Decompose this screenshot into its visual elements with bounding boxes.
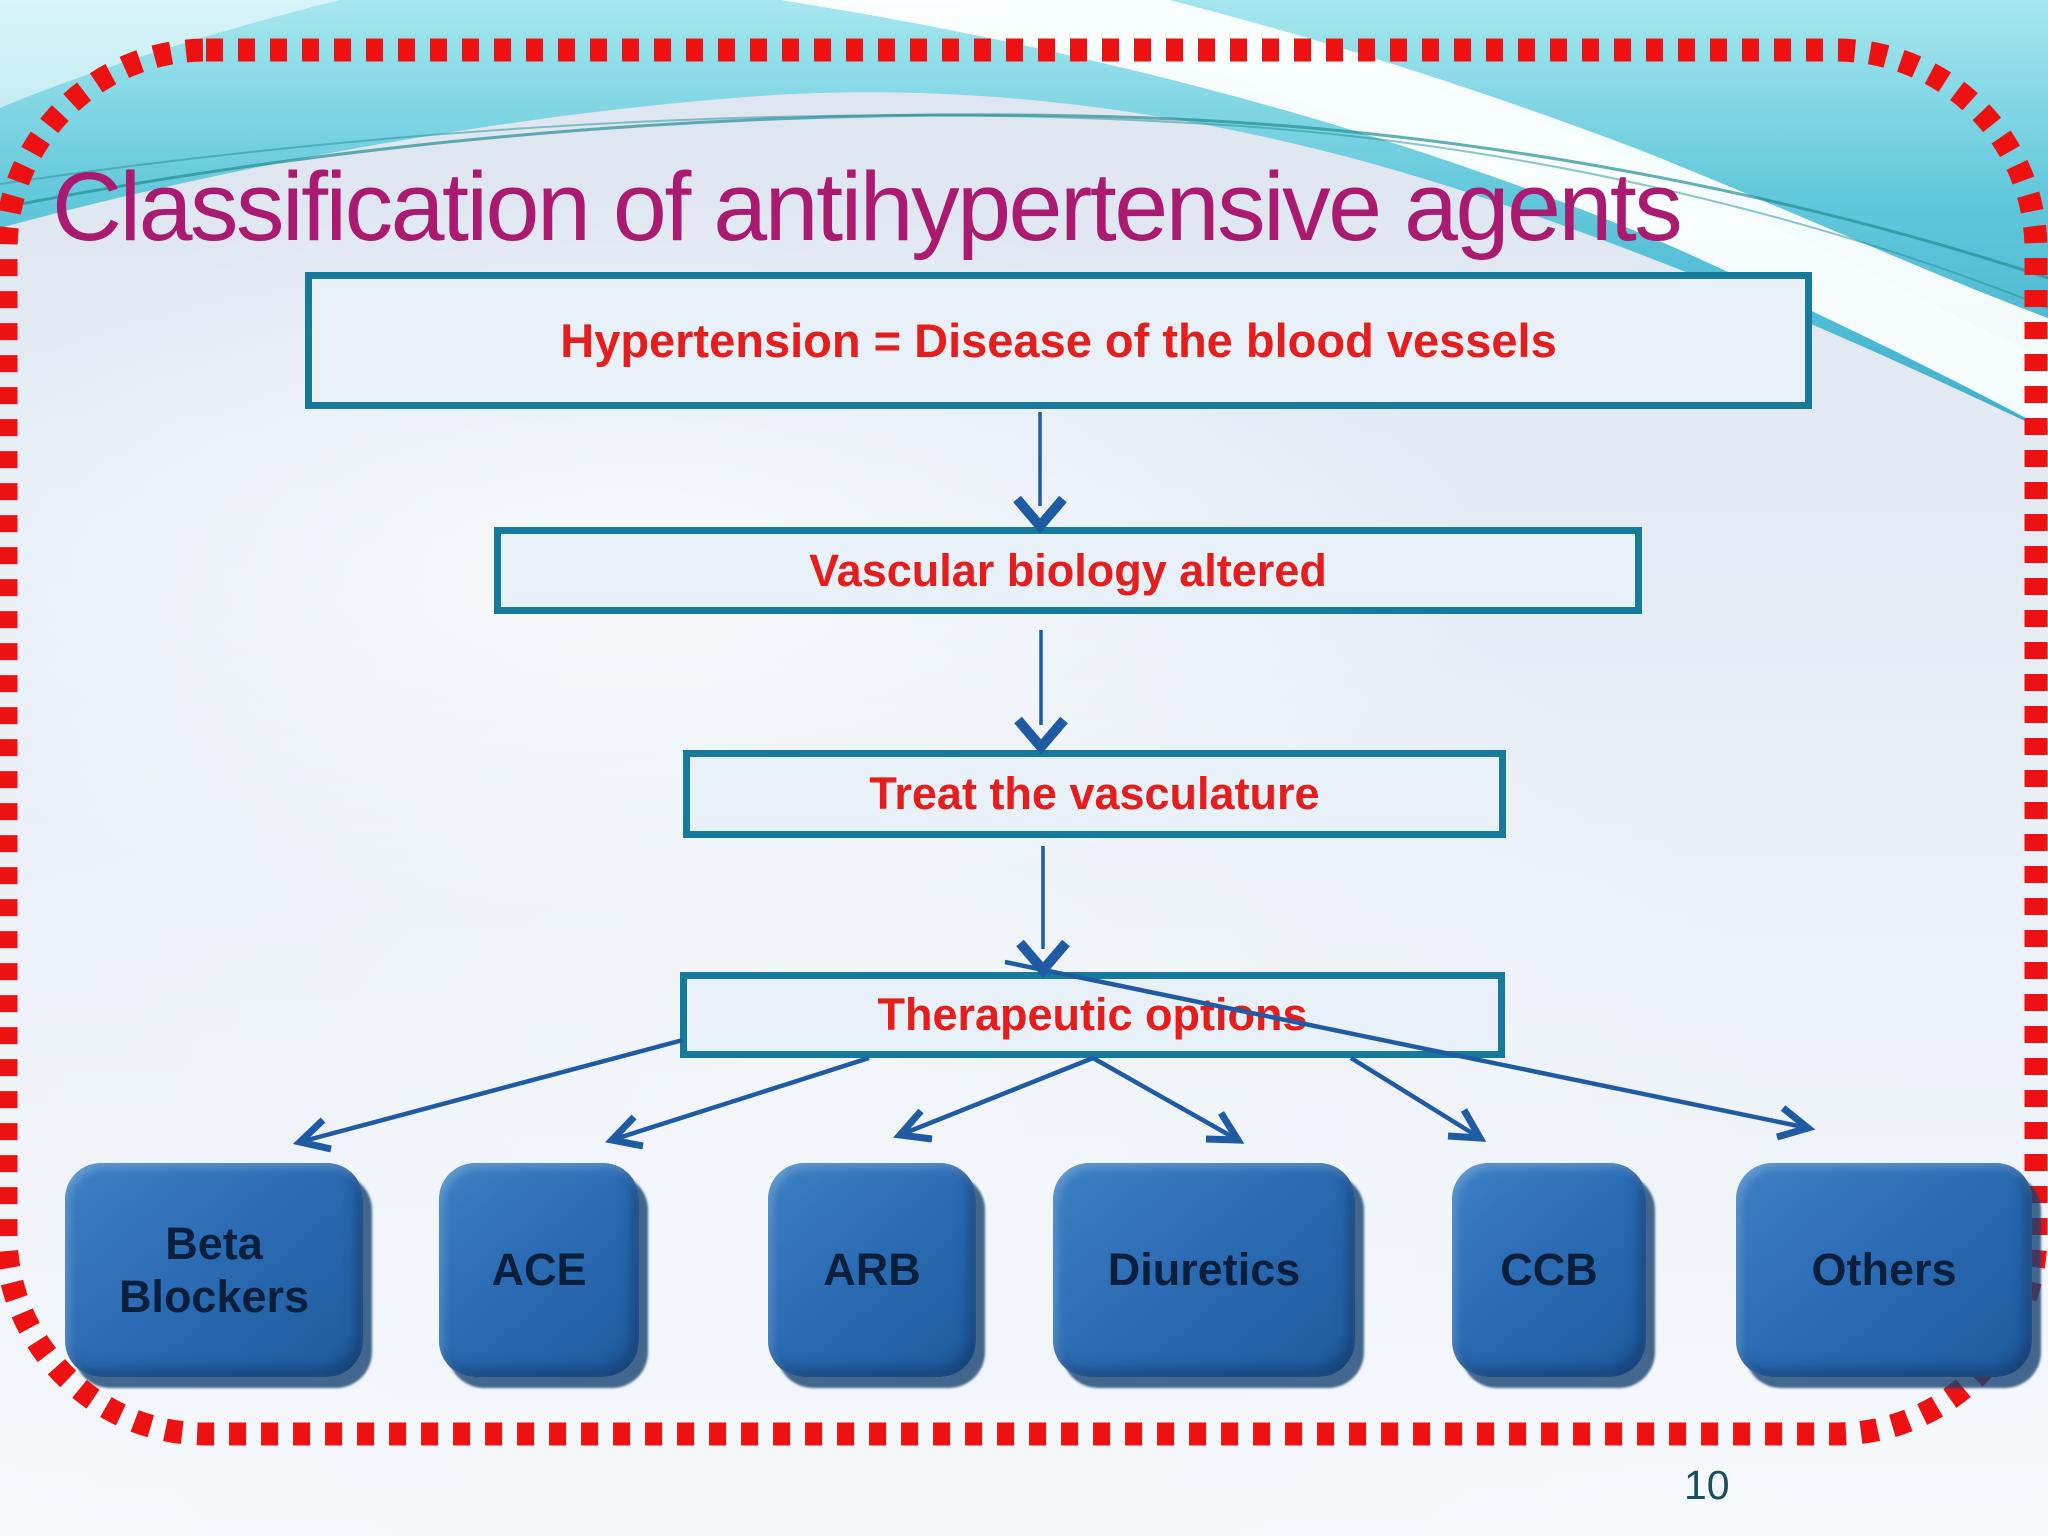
slide-title: Classification of antihypertensive agent… xyxy=(52,152,1683,261)
wave-decoration xyxy=(0,0,2048,432)
drug-box-label: ACE xyxy=(491,1244,587,1296)
flow-box-label: Therapeutic options xyxy=(877,989,1308,1040)
page-number: 10 xyxy=(1684,1462,1730,1508)
flow-box-hypertension: Hypertension = Disease of the blood vess… xyxy=(305,272,1812,409)
drug-box-label: ARB xyxy=(823,1244,921,1296)
drug-box-diuretics: Diuretics xyxy=(1053,1163,1355,1377)
drug-box-ccb: CCB xyxy=(1452,1163,1646,1377)
flow-box-label: Vascular biology altered xyxy=(809,544,1327,596)
drug-box-label: CCB xyxy=(1500,1244,1598,1296)
drug-box-label: Diuretics xyxy=(1107,1244,1301,1296)
drug-box-ace: ACE xyxy=(439,1163,639,1377)
drug-box-label: Beta Blockers xyxy=(118,1217,310,1322)
flow-box-therapeutic-options: Therapeutic options xyxy=(680,972,1505,1058)
drug-box-others: Others xyxy=(1736,1163,2032,1377)
flow-box-vascular-biology: Vascular biology altered xyxy=(494,527,1642,614)
flow-box-label: Treat the vasculature xyxy=(869,768,1320,819)
flow-box-label: Hypertension = Disease of the blood vess… xyxy=(560,314,1557,367)
drug-box-arb: ARB xyxy=(768,1163,976,1377)
drug-box-label: Others xyxy=(1811,1244,1957,1296)
drug-box-beta-blockers: Beta Blockers xyxy=(65,1163,363,1377)
flow-box-treat-vasculature: Treat the vasculature xyxy=(683,750,1506,838)
